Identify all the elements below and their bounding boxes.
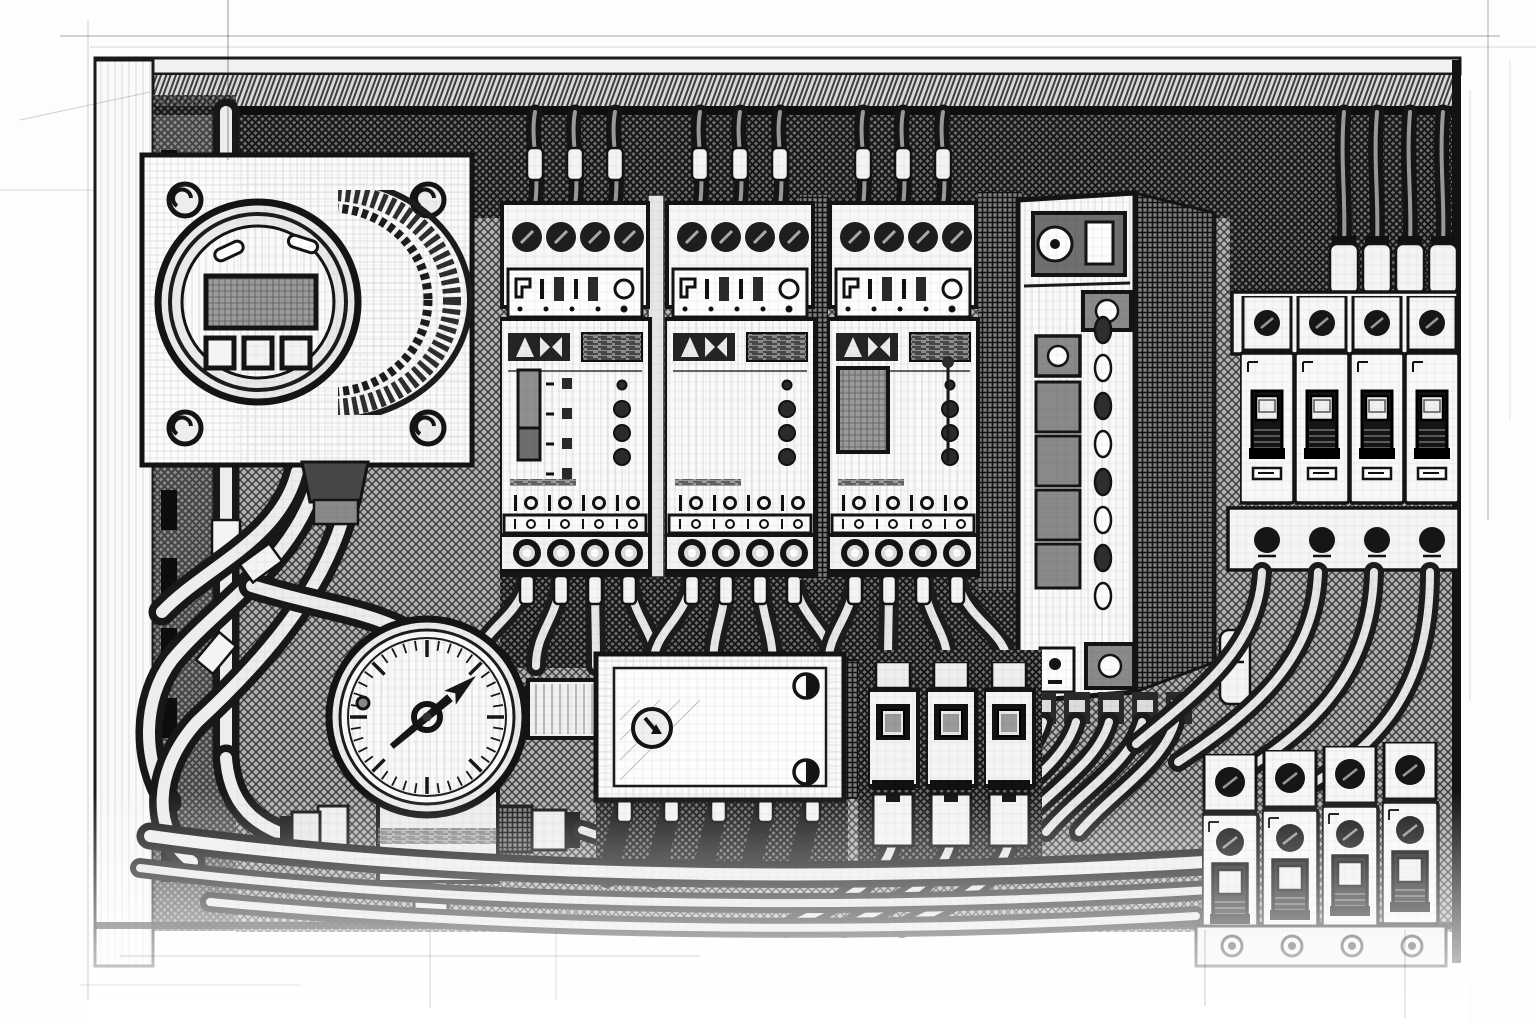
button-1 [203, 335, 237, 371]
sketch-fade [88, 790, 1468, 1024]
cabinet-top-band [94, 73, 1461, 109]
conduit-coupler [194, 630, 238, 676]
cabinet-top-lip [93, 56, 1462, 76]
